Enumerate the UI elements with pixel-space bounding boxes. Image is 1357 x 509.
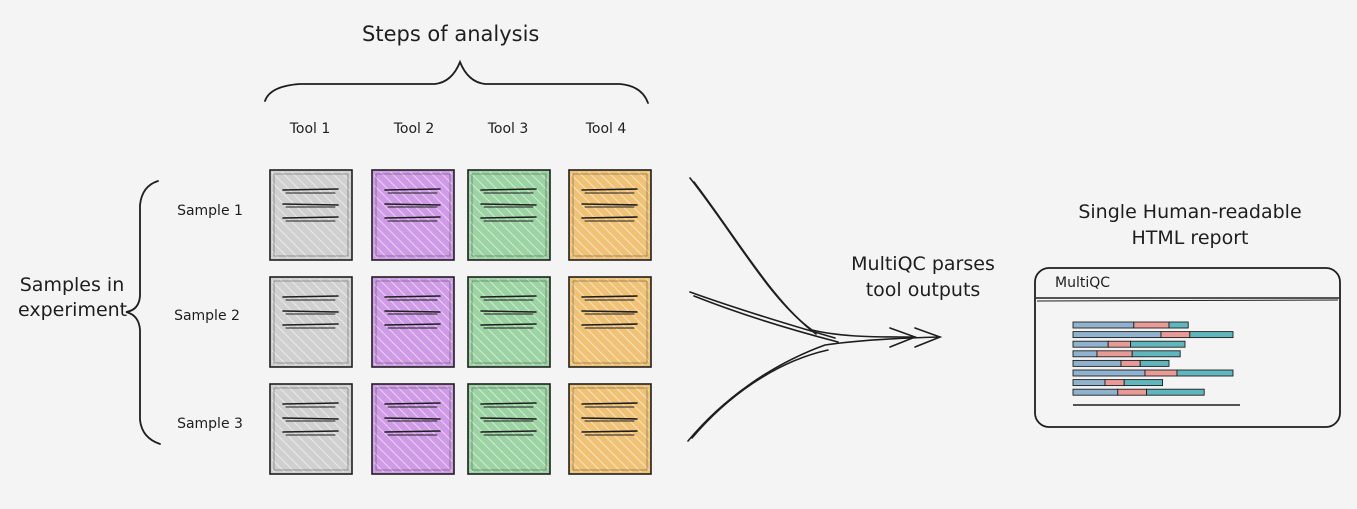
tool-output-doc-s2-t3 bbox=[467, 276, 551, 368]
sample-label-2: Sample 2 bbox=[174, 308, 240, 324]
report-bar-1-seg-3 bbox=[1168, 321, 1189, 329]
report-bar-5-seg-3 bbox=[1139, 359, 1170, 367]
report-bar-chart bbox=[1072, 321, 1234, 396]
steps-title: Steps of analysis bbox=[362, 22, 540, 46]
report-bar-8-seg-2 bbox=[1117, 388, 1148, 396]
report-bar-2-seg-1 bbox=[1072, 331, 1162, 339]
tool-label-3: Tool 3 bbox=[487, 121, 529, 137]
report-bar-6-seg-1 bbox=[1072, 369, 1146, 377]
html-report-window bbox=[1034, 267, 1341, 428]
report-bar-5-seg-2 bbox=[1120, 359, 1141, 367]
tool-label-4: Tool 4 bbox=[585, 121, 627, 137]
report-bar-7-seg-3 bbox=[1123, 379, 1164, 387]
report-bar-1-seg-1 bbox=[1072, 321, 1135, 329]
samples-in-experiment-label: Samples in experiment bbox=[18, 274, 128, 321]
report-bar-3-seg-3 bbox=[1130, 340, 1186, 348]
tool-output-doc-s3-t1 bbox=[269, 383, 353, 475]
tool-output-doc-s1-t3 bbox=[467, 169, 551, 261]
report-title: Single Human-readable HTML report bbox=[1078, 201, 1302, 249]
report-header-multiqc: MultiQC bbox=[1055, 275, 1111, 291]
steps-brace bbox=[264, 59, 649, 104]
tool-output-grid bbox=[269, 169, 652, 475]
tool-output-doc-s1-t4 bbox=[568, 169, 652, 261]
tool-label-1: Tool 1 bbox=[289, 121, 331, 137]
tool-output-doc-s1-t2 bbox=[371, 169, 455, 261]
sample-label-1: Sample 1 bbox=[177, 203, 243, 219]
report-bar-2-seg-3 bbox=[1189, 331, 1234, 339]
tool-output-doc-s3-t2 bbox=[371, 383, 455, 475]
report-bar-7-seg-2 bbox=[1104, 379, 1125, 387]
report-bar-8-seg-3 bbox=[1146, 388, 1205, 396]
report-bar-4-seg-3 bbox=[1131, 350, 1181, 358]
report-bar-6-seg-2 bbox=[1144, 369, 1178, 377]
tool-output-doc-s2-t2 bbox=[371, 276, 455, 368]
report-bar-3-seg-1 bbox=[1072, 340, 1109, 348]
sample-label-3: Sample 3 bbox=[177, 416, 243, 432]
report-bar-3-seg-2 bbox=[1107, 340, 1132, 348]
report-bar-7-seg-1 bbox=[1072, 379, 1106, 387]
report-bar-2-seg-2 bbox=[1160, 331, 1191, 339]
report-bar-1-seg-2 bbox=[1133, 321, 1170, 329]
report-bar-5-seg-1 bbox=[1072, 359, 1122, 367]
parse-arrows bbox=[687, 177, 943, 442]
report-bar-8-seg-1 bbox=[1072, 388, 1119, 396]
tool-output-doc-s2-t1 bbox=[269, 276, 353, 368]
report-bar-4-seg-1 bbox=[1072, 350, 1098, 358]
tool-output-doc-s3-t4 bbox=[568, 383, 652, 475]
tool-output-doc-s2-t4 bbox=[568, 276, 652, 368]
multiqc-parses-label: MultiQC parses tool outputs bbox=[851, 253, 995, 301]
tool-output-doc-s1-t1 bbox=[269, 169, 353, 261]
tool-label-2: Tool 2 bbox=[393, 121, 435, 137]
report-bar-4-seg-2 bbox=[1096, 350, 1133, 358]
tool-output-doc-s3-t3 bbox=[467, 383, 551, 475]
samples-brace bbox=[125, 180, 161, 445]
report-bar-6-seg-3 bbox=[1176, 369, 1234, 377]
